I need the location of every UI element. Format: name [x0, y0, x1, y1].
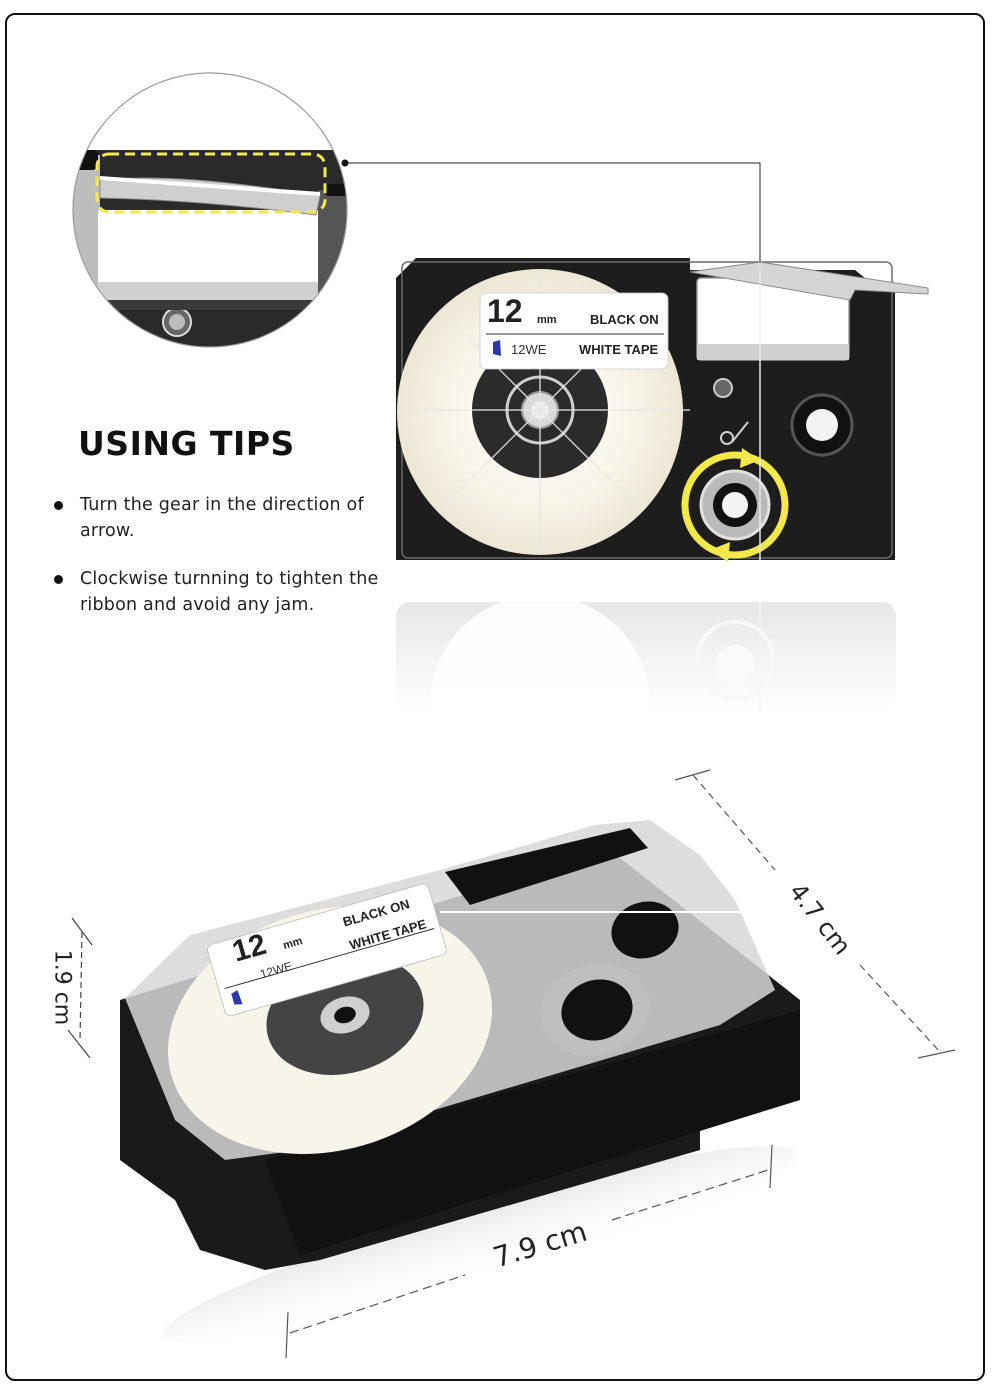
label-model: 12WE [511, 342, 547, 357]
cartridge-reflection [396, 595, 896, 815]
cartridge-front-view [396, 258, 929, 562]
tip-item: Clockwise turnning to tighten the ribbon… [52, 566, 382, 618]
label-line1: BLACK ON [590, 312, 659, 327]
dimension-height-line [67, 917, 93, 1059]
label-width-value: 12 [487, 293, 523, 329]
perspective-label-unit: mm [281, 935, 304, 952]
dimension-height-label: 1.9 cm [49, 949, 75, 1026]
cartridge-perspective-view [120, 820, 800, 1344]
perspective-label-width: 12 [228, 927, 270, 969]
label-line2: WHITE TAPE [579, 342, 659, 357]
dimension-depth-line [674, 769, 956, 1059]
tip-item: Turn the gear in the direction of arrow. [52, 492, 382, 544]
dimension-length-line [285, 1144, 773, 1359]
tips-list: Turn the gear in the direction of arrow.… [52, 492, 382, 640]
label-width-unit: mm [537, 314, 557, 326]
bullet-icon [54, 575, 63, 584]
callout-line [341, 159, 764, 269]
tips-title: USING TIPS [78, 424, 295, 463]
perspective-label-model: 12WE [258, 958, 294, 982]
blue-bird-logo-icon [493, 340, 501, 356]
bullet-icon [54, 501, 63, 510]
zoom-detail-circle [72, 72, 348, 348]
